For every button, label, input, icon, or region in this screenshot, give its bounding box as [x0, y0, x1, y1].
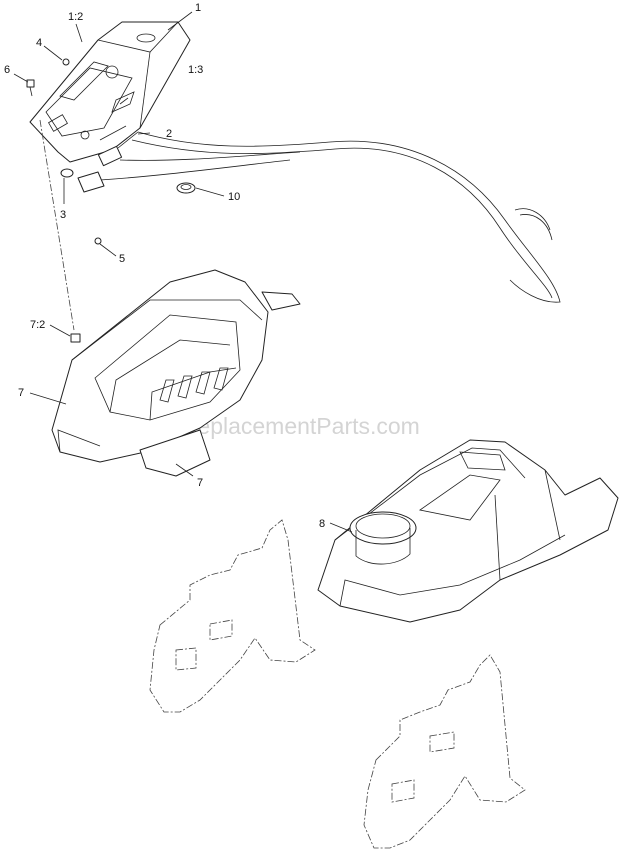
phantom-line — [39, 119, 75, 331]
nut-part-6 — [26, 79, 35, 97]
screw-part-4 — [62, 58, 70, 66]
callout-5: 5 — [119, 253, 125, 265]
callout-1-2: 1:2 — [68, 11, 83, 23]
leader-lines — [13, 11, 353, 533]
heat-shield-lower — [363, 654, 526, 849]
callout-6: 6 — [4, 64, 10, 76]
seat-base-housing — [51, 269, 301, 477]
callout-7-b: 7 — [197, 477, 203, 489]
callout-8: 8 — [319, 518, 325, 530]
clip-part-7-2 — [70, 333, 81, 343]
control-panel — [29, 21, 191, 163]
heat-shield-upper — [149, 519, 316, 713]
callout-4: 4 — [36, 37, 42, 49]
clip-part-5 — [94, 237, 102, 245]
callout-7-2: 7:2 — [30, 319, 45, 331]
callout-10: 10 — [228, 191, 240, 203]
callout-1-3: 1:3 — [188, 64, 203, 76]
callout-3: 3 — [60, 209, 66, 221]
callout-7-a: 7 — [18, 387, 24, 399]
wire-harness — [60, 131, 561, 303]
cup-holder-console — [317, 439, 619, 623]
callout-1: 1 — [195, 2, 201, 14]
callout-2: 2 — [166, 128, 172, 140]
